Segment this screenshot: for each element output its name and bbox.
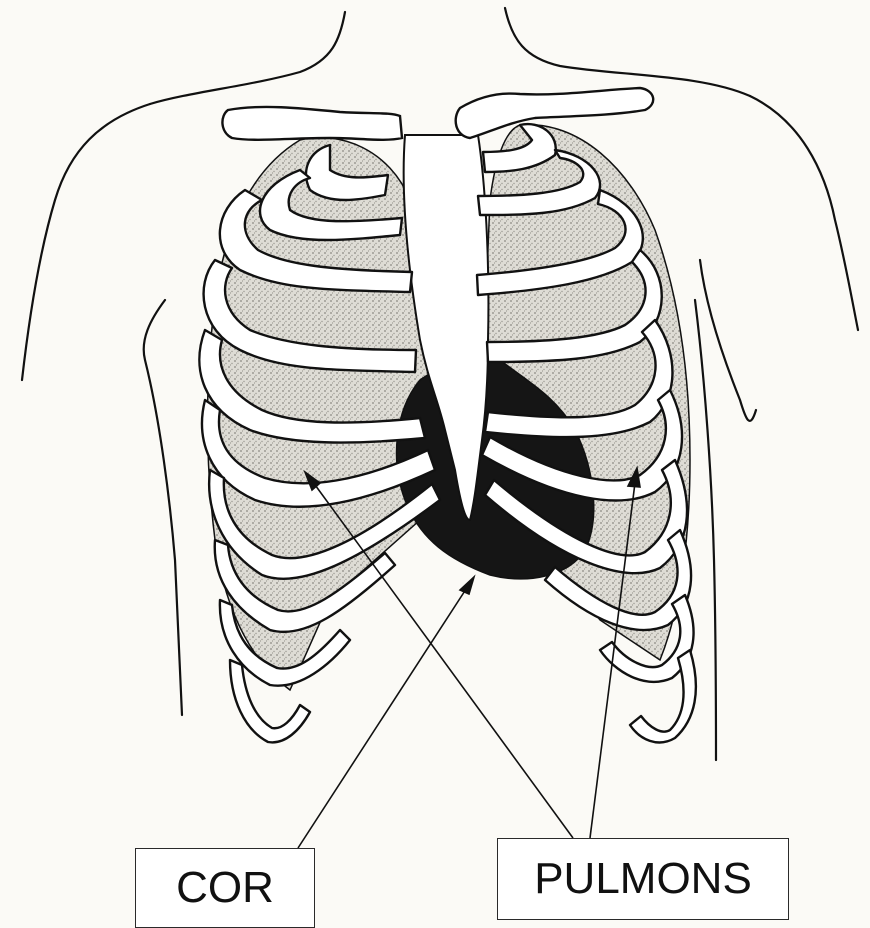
left-shoulder-line <box>22 104 150 380</box>
pulmons-label: PULMONS <box>534 854 752 904</box>
right-shoulder-line <box>750 96 858 330</box>
right-arm-inner-line <box>695 300 716 760</box>
cor-leader-line <box>298 583 470 848</box>
pulmons-label-box: PULMONS <box>497 838 789 920</box>
right-arm-line <box>700 260 756 421</box>
left-arm-line <box>144 300 182 715</box>
left-clavicle <box>222 107 402 140</box>
neck-left-line <box>150 12 345 104</box>
clavicles <box>222 88 653 140</box>
cor-arrowhead <box>460 577 474 594</box>
cor-label-box: COR <box>135 848 315 928</box>
cor-label: COR <box>176 863 274 913</box>
neck-right-line <box>505 8 750 96</box>
